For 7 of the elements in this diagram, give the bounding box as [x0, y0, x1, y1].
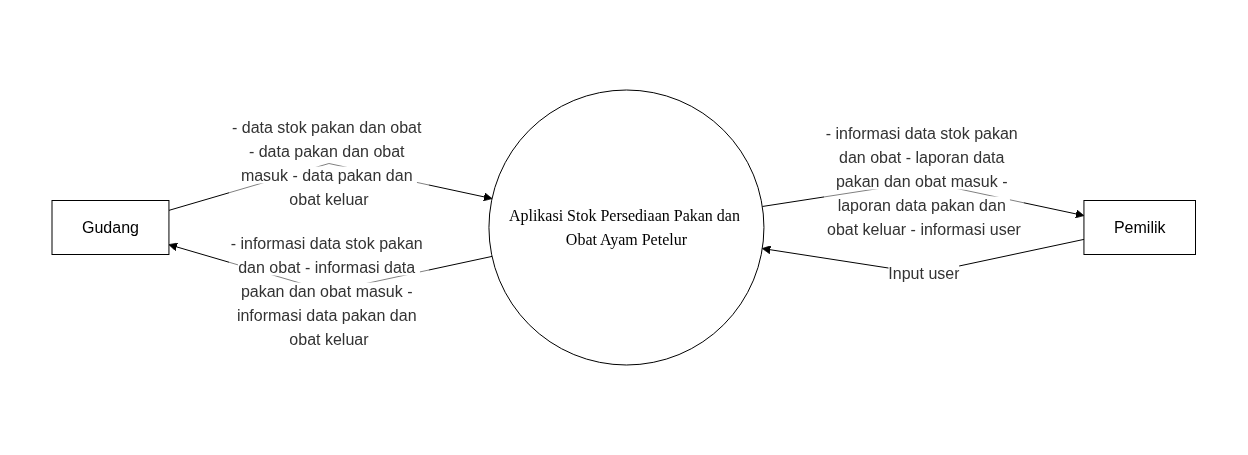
node-circle: Aplikasi Stok Persediaan Pakan dan Obat Ayam Petelur: [488, 89, 765, 366]
edge-label: - informasi data stok pakan dan obat - laporan data pakan dan obat masuk - laporan data pakan dan obat keluar - informasi user: [825, 124, 1022, 238]
edge-label: Input user: [888, 264, 960, 282]
node-box: Pemilik: [1083, 200, 1197, 255]
node-box: Gudang: [51, 200, 170, 255]
edge-label: - informasi data stok pakan dan obat - informasi data pakan dan obat masuk - informasi data pakan dan obat keluar: [230, 234, 423, 348]
edge-label: - data stok pakan dan obat - data pakan dan obat masuk - data pakan dan obat keluar: [232, 118, 422, 208]
